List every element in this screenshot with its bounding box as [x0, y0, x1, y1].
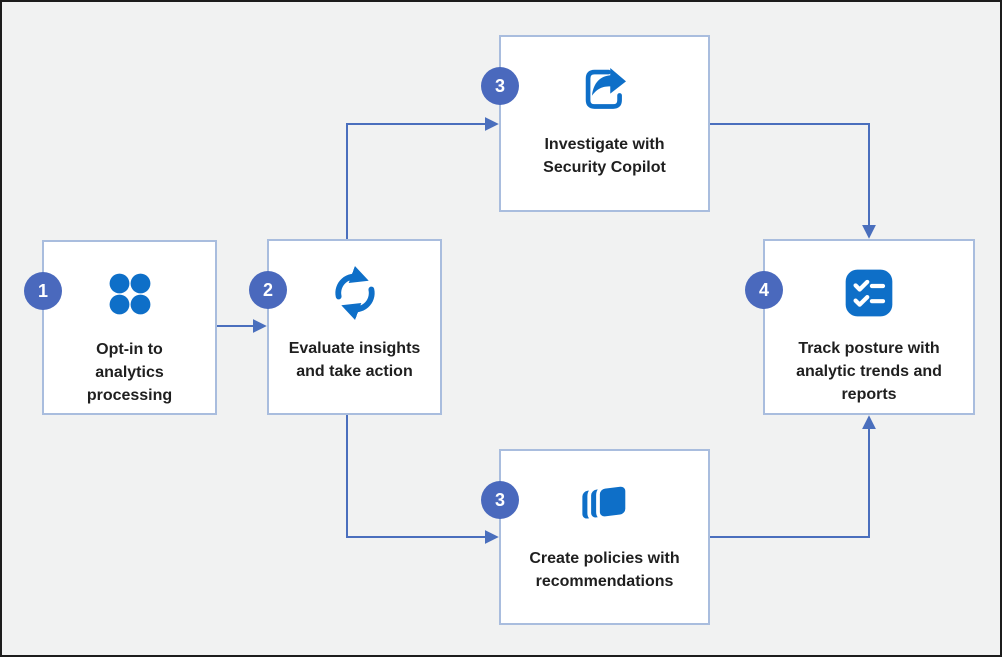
- layers-icon: [577, 475, 633, 531]
- step-create-policies: 3 Create policies with recommendations: [481, 449, 710, 625]
- share-icon: [577, 61, 633, 117]
- step-number-badge: 3: [481, 67, 519, 105]
- step-label: Create policies with recommendations: [529, 550, 680, 591]
- step-number-badge: 1: [24, 272, 62, 310]
- step-label: Opt-in to analytics processing: [86, 341, 173, 405]
- step-evaluate-insights: 2 Evaluate insights and take action: [249, 239, 442, 415]
- step-number-badge: 3: [481, 481, 519, 519]
- connector-step3b-step4: [710, 415, 876, 538]
- connector-step2-step3a: [346, 117, 499, 239]
- step-label: Track posture with analytic trends and r…: [796, 340, 942, 404]
- step-track-posture: 4 Track posture with analytic trends and…: [745, 239, 975, 415]
- step-investigate-copilot: 3 Investigate with Security Copilot: [481, 35, 710, 212]
- connector-step2-step3b: [346, 415, 499, 544]
- step-label: Evaluate insights and take action: [288, 340, 421, 381]
- checklist-icon: [841, 265, 897, 321]
- step-number-badge: 4: [745, 271, 783, 309]
- sync-icon: [327, 265, 383, 321]
- dots-grid-icon: [102, 266, 158, 322]
- step-opt-in-analytics: 1 Opt-in to analytics processing: [24, 240, 217, 415]
- connector-step3a-step4: [710, 123, 876, 239]
- step-label: Investigate with Security Copilot: [543, 136, 666, 177]
- step-number-badge: 2: [249, 271, 287, 309]
